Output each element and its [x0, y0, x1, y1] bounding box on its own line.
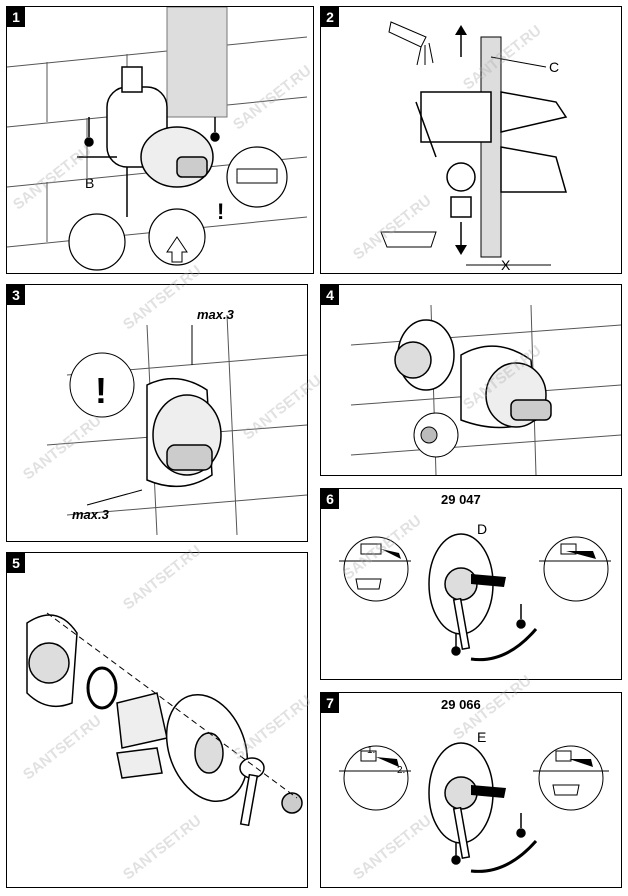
- svg-text:!: !: [95, 370, 107, 411]
- panel-6: 6 29 047 D: [320, 488, 622, 680]
- step-1-label: 1.: [367, 745, 376, 756]
- label-x: X: [501, 257, 511, 273]
- panel-number: 5: [7, 553, 25, 573]
- panel-number: 2: [321, 7, 339, 27]
- label-e: E: [477, 729, 487, 745]
- panel-number: 7: [321, 693, 339, 713]
- panel-number: 1: [7, 7, 25, 27]
- panel-number: 6: [321, 489, 339, 509]
- step-2-label: 2.: [397, 765, 406, 776]
- panel-1-illustration: !: [7, 7, 308, 271]
- panel-1: ! 1 B: [6, 6, 314, 274]
- label-d: D: [477, 521, 488, 537]
- panel-5-illustration: [26, 612, 303, 827]
- model-code: 29 047: [441, 492, 481, 507]
- panel-3: ! 3 max.3 max.3: [6, 284, 308, 542]
- max-label-top: max.3: [197, 307, 234, 322]
- model-code: 29 066: [441, 697, 481, 712]
- max-label-bottom: max.3: [72, 507, 109, 522]
- panel-7: 7 29 066 E 1. 2.: [320, 692, 622, 888]
- panel-2: 2 C X: [320, 6, 622, 274]
- panel-5: 5: [6, 552, 308, 888]
- panel-4: 4: [320, 284, 622, 476]
- panel-6-illustration: [339, 533, 611, 662]
- panel-2-illustration: [380, 21, 568, 266]
- svg-text:!: !: [217, 199, 224, 224]
- panel-number: 4: [321, 285, 339, 305]
- panel-3-illustration: !: [46, 314, 307, 536]
- label-c: C: [549, 59, 560, 75]
- panel-7-illustration: [339, 742, 609, 873]
- label-b: B: [85, 175, 95, 191]
- panel-4-illustration: [350, 304, 621, 475]
- panel-number: 3: [7, 285, 25, 305]
